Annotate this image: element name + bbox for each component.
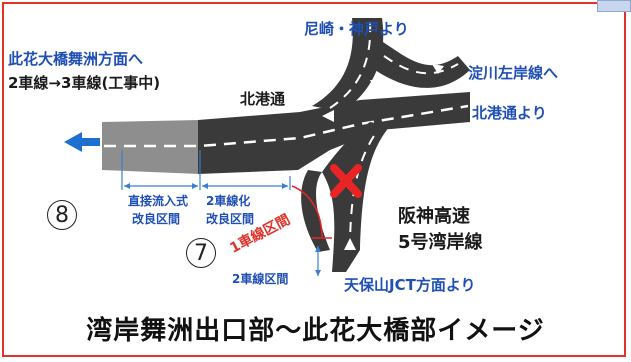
road-amagasaki-ramp <box>312 18 384 112</box>
label-hokko-dori: 北港通 <box>240 90 286 108</box>
label-two-lane-2: 改良区間 <box>206 212 255 226</box>
closure-x-icon <box>330 164 362 198</box>
diagram-frame <box>2 2 626 357</box>
arrow-left-icon <box>64 132 100 152</box>
dimension-lines <box>121 150 319 276</box>
label-hanshin-2: 5号湾岸線 <box>398 232 483 253</box>
road-hokko-main <box>198 92 470 174</box>
road-yodogawa <box>372 40 470 88</box>
label-hanshin-1: 阪神高速 <box>398 206 470 227</box>
label-tempozan: 天保山JCT方面より <box>344 276 476 294</box>
road-arrows <box>322 64 444 250</box>
label-amagasaki-kobe: 尼崎・神戸より <box>304 20 409 38</box>
label-two-lane-section: 2車線区間 <box>232 272 289 286</box>
label-two-lane-1: 2車線化 <box>206 194 251 208</box>
label-konohana-dest: 此花大橋舞洲方面へ <box>8 50 144 68</box>
one-lane-bracket <box>291 185 323 239</box>
label-from-hokko: 北港通より <box>472 104 547 122</box>
label-chokusetsu-2: 改良区間 <box>132 212 181 226</box>
label-lanes-change: 2車線→3車線(工事中) <box>8 74 161 92</box>
circled-number-7: 7 <box>186 238 216 268</box>
footer-title: 湾岸舞洲出口部～此花大橋部イメージ <box>86 316 545 346</box>
label-chokusetsu-1: 直接流入式 <box>128 194 189 208</box>
label-yodogawa: 淀川左岸線へ <box>468 64 559 82</box>
road-branch-left <box>301 170 330 252</box>
circled-number-8: 8 <box>47 200 77 230</box>
